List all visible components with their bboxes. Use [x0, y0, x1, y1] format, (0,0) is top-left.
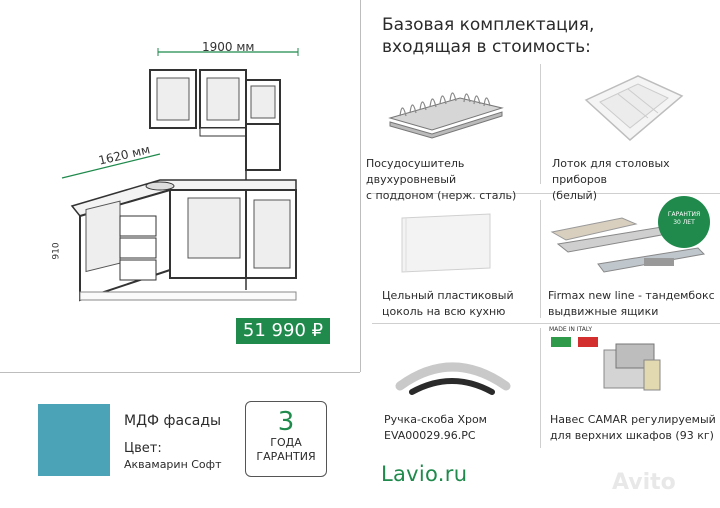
handle-caption: Ручка-скоба Хром EVA00029.96.PC [384, 413, 487, 442]
cutlery-tray-caption: Лоток для столовых приборов (белый) [552, 157, 670, 202]
dish-rack-image [388, 92, 504, 139]
hanger-caption: Навес CAMAR регулируемый для верхних шка… [550, 413, 716, 442]
mdf-facades-title: МДФ фасады [124, 413, 222, 429]
italy-flag-icon [578, 337, 598, 347]
grid-divider [540, 328, 541, 448]
brand-logo[interactable]: Lavio.ru [381, 462, 468, 486]
kitchen-layout-drawing [61, 48, 299, 302]
made-in-italy-label: MADE IN ITALY [549, 326, 593, 333]
chrome-handle-image [395, 362, 511, 395]
width-dimension-label: 1900 мм [202, 40, 255, 54]
kitchen-drawing-panel: 1900 мм 1620 мм 910 51 990 ₽ [0, 0, 360, 372]
grid-divider [372, 193, 720, 194]
italy-flag-icon [551, 337, 571, 347]
grid-divider [540, 64, 541, 184]
price-badge: 51 990 ₽ [236, 318, 330, 344]
color-swatch [38, 404, 110, 476]
warranty-box: 3 ГОДА ГАРАНТИЯ [245, 401, 327, 477]
warranty-line2: ГАРАНТИЯ [256, 450, 316, 463]
equipment-title-line2: входящая в стоимость: [382, 37, 591, 57]
plinth-caption: Цельный пластиковый цоколь на всю кухню [382, 289, 514, 318]
equipment-title-line1: Базовая комплектация, [382, 15, 595, 35]
warranty-years: 3 [277, 407, 295, 437]
height-dimension-label: 910 [51, 242, 62, 260]
dish-rack-caption: Посудосушитель двухуровневый с поддоном … [366, 157, 517, 202]
cutlery-tray-image [584, 75, 684, 141]
warranty-30-badge: ГАРАНТИЯ 30 ЛЕТ [658, 196, 710, 248]
vertical-divider [360, 0, 361, 372]
grid-divider [372, 323, 720, 324]
horizontal-divider [0, 372, 360, 373]
tandembox-image [550, 217, 706, 273]
grid-divider [540, 200, 541, 318]
plinth-panel-image [401, 213, 491, 273]
warranty-line1: ГОДА [270, 436, 302, 449]
equipment-title: Базовая комплектация, входящая в стоимос… [382, 14, 702, 58]
color-label: Цвет: [124, 441, 162, 456]
color-value: Аквамарин Софт [124, 458, 222, 471]
tandembox-caption: Firmax new line - тандембокс выдвижные я… [548, 289, 715, 318]
avito-watermark: Avito [612, 470, 676, 495]
camar-hanger-image [603, 343, 661, 391]
